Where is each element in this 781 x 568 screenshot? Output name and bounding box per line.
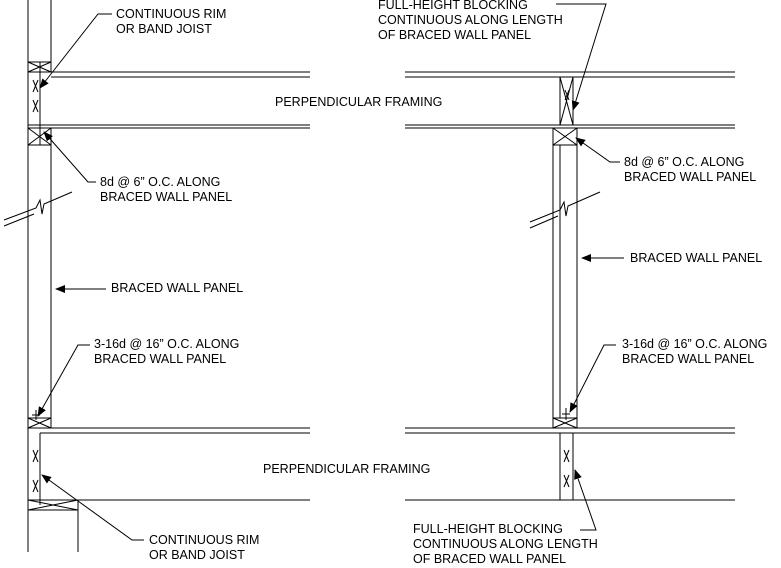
right-bottom-floor-framing xyxy=(405,427,735,501)
right-nailing-bottom-label: 3-16d @ 16” O.C. ALONG BRACED WALL PANEL xyxy=(622,337,767,367)
left-panel-label: BRACED WALL PANEL xyxy=(111,281,244,295)
right-blocking-top-line-3: OF BRACED WALL PANEL xyxy=(378,28,532,42)
left-nailing-bottom-label: 3-16d @ 16” O.C. ALONG BRACED WALL PANEL xyxy=(94,337,239,367)
left-top-floor-framing xyxy=(28,62,310,145)
left-rim-top-line-2: OR BAND JOIST xyxy=(116,22,212,36)
left-rim-bottom-line-1: CONTINUOUS RIM xyxy=(149,533,260,547)
left-break-line xyxy=(3,191,73,221)
right-wall-detail xyxy=(405,71,735,501)
right-nailing-bottom-line-2: BRACED WALL PANEL xyxy=(622,352,755,366)
left-framing-top-label: PERPENDICULAR FRAMING xyxy=(275,95,443,109)
left-nailing-top-label: 8d @ 6” O.C. ALONG BRACED WALL PANEL xyxy=(100,175,232,205)
right-top-blocking xyxy=(559,76,574,126)
left-rim-top-label: CONTINUOUS RIM OR BAND JOIST xyxy=(116,7,226,37)
left-rim-top-line-1: CONTINUOUS RIM xyxy=(116,7,227,21)
right-nailing-top-line-1: 8d @ 6” O.C. ALONG xyxy=(624,155,745,169)
left-nailing-top-line-1: 8d @ 6” O.C. ALONG xyxy=(100,175,221,189)
left-nailing-bottom-line-1: 3-16d @ 16” O.C. ALONG xyxy=(94,337,240,351)
right-blocking-bottom-line-3: OF BRACED WALL PANEL xyxy=(413,552,567,566)
left-top-rim-joist xyxy=(27,61,52,146)
left-rim-bottom-label: CONTINUOUS RIM OR BAND JOIST xyxy=(149,533,259,563)
right-blocking-top-line-1: FULL-HEIGHT BLOCKING xyxy=(378,0,528,12)
left-rim-bottom-line-2: OR BAND JOIST xyxy=(149,548,245,562)
right-blocking-top-label: FULL-HEIGHT BLOCKING CONTINUOUS ALONG LE… xyxy=(378,0,563,43)
right-bottom-blocking xyxy=(559,432,574,501)
left-wall-detail xyxy=(3,0,310,552)
right-nailing-top-label: 8d @ 6” O.C. ALONG BRACED WALL PANEL xyxy=(624,155,756,185)
left-nailing-bottom-line-2: BRACED WALL PANEL xyxy=(94,352,227,366)
right-nailing-bottom-line-1: 3-16d @ 16” O.C. ALONG xyxy=(622,337,768,351)
right-nailing-top-line-2: BRACED WALL PANEL xyxy=(624,170,757,184)
left-bottom-floor-framing xyxy=(27,417,310,505)
right-blocking-top-line-2: CONTINUOUS ALONG LENGTH xyxy=(378,13,563,27)
leader-lines xyxy=(37,3,624,541)
right-panel-label: BRACED WALL PANEL xyxy=(630,251,763,265)
left-framing-bottom-label: PERPENDICULAR FRAMING xyxy=(263,462,431,476)
right-blocking-bottom-line-2: CONTINUOUS ALONG LENGTH xyxy=(413,537,598,551)
right-blocking-bottom-label: FULL-HEIGHT BLOCKING CONTINUOUS ALONG LE… xyxy=(413,522,598,567)
right-blocking-bottom-line-1: FULL-HEIGHT BLOCKING xyxy=(413,522,563,536)
left-bottom-rim-joist xyxy=(27,499,79,552)
left-nailing-top-line-2: BRACED WALL PANEL xyxy=(100,190,233,204)
right-break-line xyxy=(529,191,601,223)
